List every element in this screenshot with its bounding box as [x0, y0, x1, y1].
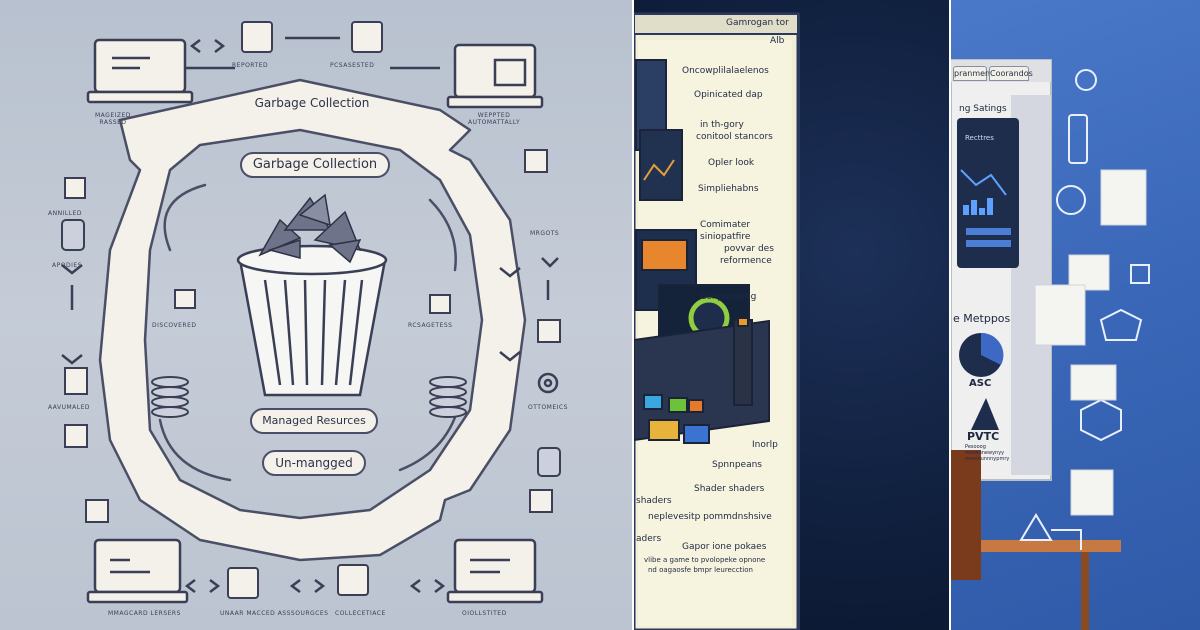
p2-line-7: siniopatfire	[700, 232, 751, 242]
side-doc-left-1-icon	[64, 177, 86, 199]
settings-heading: ng Satings	[959, 104, 1007, 114]
card-header: Recttres	[965, 134, 994, 142]
back-doc-icon	[227, 567, 259, 599]
label-mrgots: MRGOTS	[530, 230, 560, 237]
section-heading: e Metppos	[953, 312, 1011, 325]
performance-monitor-illustration: Gamrogan tor Alb Oncowplilalaelenos Opin…	[634, 0, 949, 630]
divider-2	[949, 0, 951, 630]
p2-line-3: conitool stancors	[696, 132, 773, 142]
p2-line-0: Oncowplilalaelenos	[682, 66, 769, 76]
asc-label: ASC	[969, 378, 992, 389]
p2-graphic	[634, 12, 800, 630]
tab-pranmeng[interactable]: pranmeng	[953, 66, 995, 81]
side-doc-right-1-icon	[524, 149, 548, 173]
label-aavumaled: AAVUMALED	[48, 404, 91, 411]
inner-doc-left-icon	[174, 289, 196, 309]
side-doc-left-2-icon	[64, 367, 88, 395]
pvtc-subtext: Pesooog nnnwnnewynyy nnnvnunnnypmry	[965, 444, 1010, 462]
p2-line-18: nd oagaosfe bmpr leurecction	[648, 566, 753, 574]
gc-title-pill: Garbage Collection	[240, 152, 390, 178]
p3-graphic	[951, 59, 1150, 630]
label-recastess: RCSAGETESS	[408, 322, 453, 329]
p2-line-14: shaders	[636, 496, 672, 506]
monitor-bottom-right-icon	[446, 538, 544, 604]
p2-line-12: Spnnpeans	[712, 460, 762, 470]
coin-stack-left-icon	[151, 376, 189, 418]
label-managed-left: MAGEIZED RASSED	[95, 112, 131, 126]
p2-line-6: Comimater	[700, 220, 751, 230]
cycle-arrow-band	[98, 78, 527, 562]
database-left-icon	[61, 219, 85, 251]
p2-title-bar-small: Alb	[770, 36, 785, 46]
unmanaged-label: Un-mangged	[262, 450, 366, 476]
label-apodies: APODIES	[52, 262, 82, 269]
p2-line-16: Gapor ione pokaes	[682, 542, 767, 552]
side-doc-left-3-icon	[64, 424, 88, 448]
label-bottom-right: OIOLLSTITED	[462, 610, 507, 617]
label-processed: PCSASESTED	[330, 62, 375, 69]
label-marked-auto: WEPPTED AUTOMATTALLY	[468, 112, 521, 126]
trash-pile-icon	[258, 193, 362, 264]
monitor-top-left-icon	[86, 38, 194, 104]
label-bottom-collect: COLLECETIACE	[335, 610, 386, 617]
label-discovered: DISCOVERED	[152, 322, 197, 329]
gc-title-top: Garbage Collection	[254, 96, 370, 110]
chevron-left-1-icon	[61, 264, 83, 275]
p2-line-15: neplevesitp pommdnshsive	[648, 512, 772, 522]
trash-bin-icon	[236, 244, 388, 397]
garbage-collection-illustration: Garbage Collection Garbage Collection Ma…	[0, 0, 632, 630]
label-bottom-left: MMAGCARD LERSERS	[108, 610, 181, 617]
p2-line-9: reformence	[720, 256, 772, 266]
side-doc-right-3-icon	[529, 489, 553, 513]
side-doc-right-2-icon	[537, 319, 561, 343]
divider-1	[632, 0, 634, 630]
p2-title-bar: Gamrogan tor	[726, 18, 789, 28]
label-reported: REPORTED	[232, 62, 269, 69]
settings-window-illustration: pranmeng Coorandos ng Satings Recttres e…	[951, 0, 1200, 630]
chevron-right-1-icon	[499, 267, 521, 278]
monitor-top-right-icon	[446, 43, 544, 109]
gc-diagram-graphic	[61, 21, 561, 604]
p2-line-2: in th-gory	[700, 120, 744, 130]
label-ottomeics: OTTOMEICS	[528, 404, 568, 411]
chevron-right-3-icon	[541, 257, 559, 268]
p2-line-8: povvar des	[724, 244, 774, 254]
side-doc-left-4-icon	[85, 499, 109, 523]
gear-icon	[537, 372, 559, 394]
p2-line-11: Inorlp	[752, 440, 778, 450]
inner-doc-right-icon	[429, 294, 451, 314]
monitor-bottom-left-icon	[86, 538, 189, 604]
managed-resources-label: Managed Resurces	[250, 408, 378, 434]
chevron-right-2-icon	[499, 351, 521, 362]
check-doc-icon	[241, 21, 273, 53]
database-right-icon	[537, 447, 561, 477]
tab-coorandos[interactable]: Coorandos	[989, 66, 1033, 81]
chevron-left-2-icon	[61, 354, 83, 365]
p2-line-4: Opler look	[708, 158, 755, 168]
label-bottom-mid: UNAAR MACCED ASSSOURGCES	[220, 610, 329, 617]
p2-line-17: vlibe a game to pvolopeke opnone	[644, 556, 766, 564]
p2-line-5: Simpliehabns	[698, 184, 759, 194]
edit-doc-icon	[351, 21, 383, 53]
p2-line-13: Shader shaders	[694, 484, 765, 494]
p2-line-10: Cenpumsing	[700, 292, 757, 302]
doc-center-icon	[337, 564, 369, 596]
p2-line-1: Opinicated dap	[694, 90, 763, 100]
p2-line-19: aders	[636, 534, 662, 544]
pvtc-label: PVTC	[967, 430, 1000, 443]
coin-stack-right-icon	[429, 376, 467, 418]
label-annulled: ANNILLED	[48, 210, 82, 217]
